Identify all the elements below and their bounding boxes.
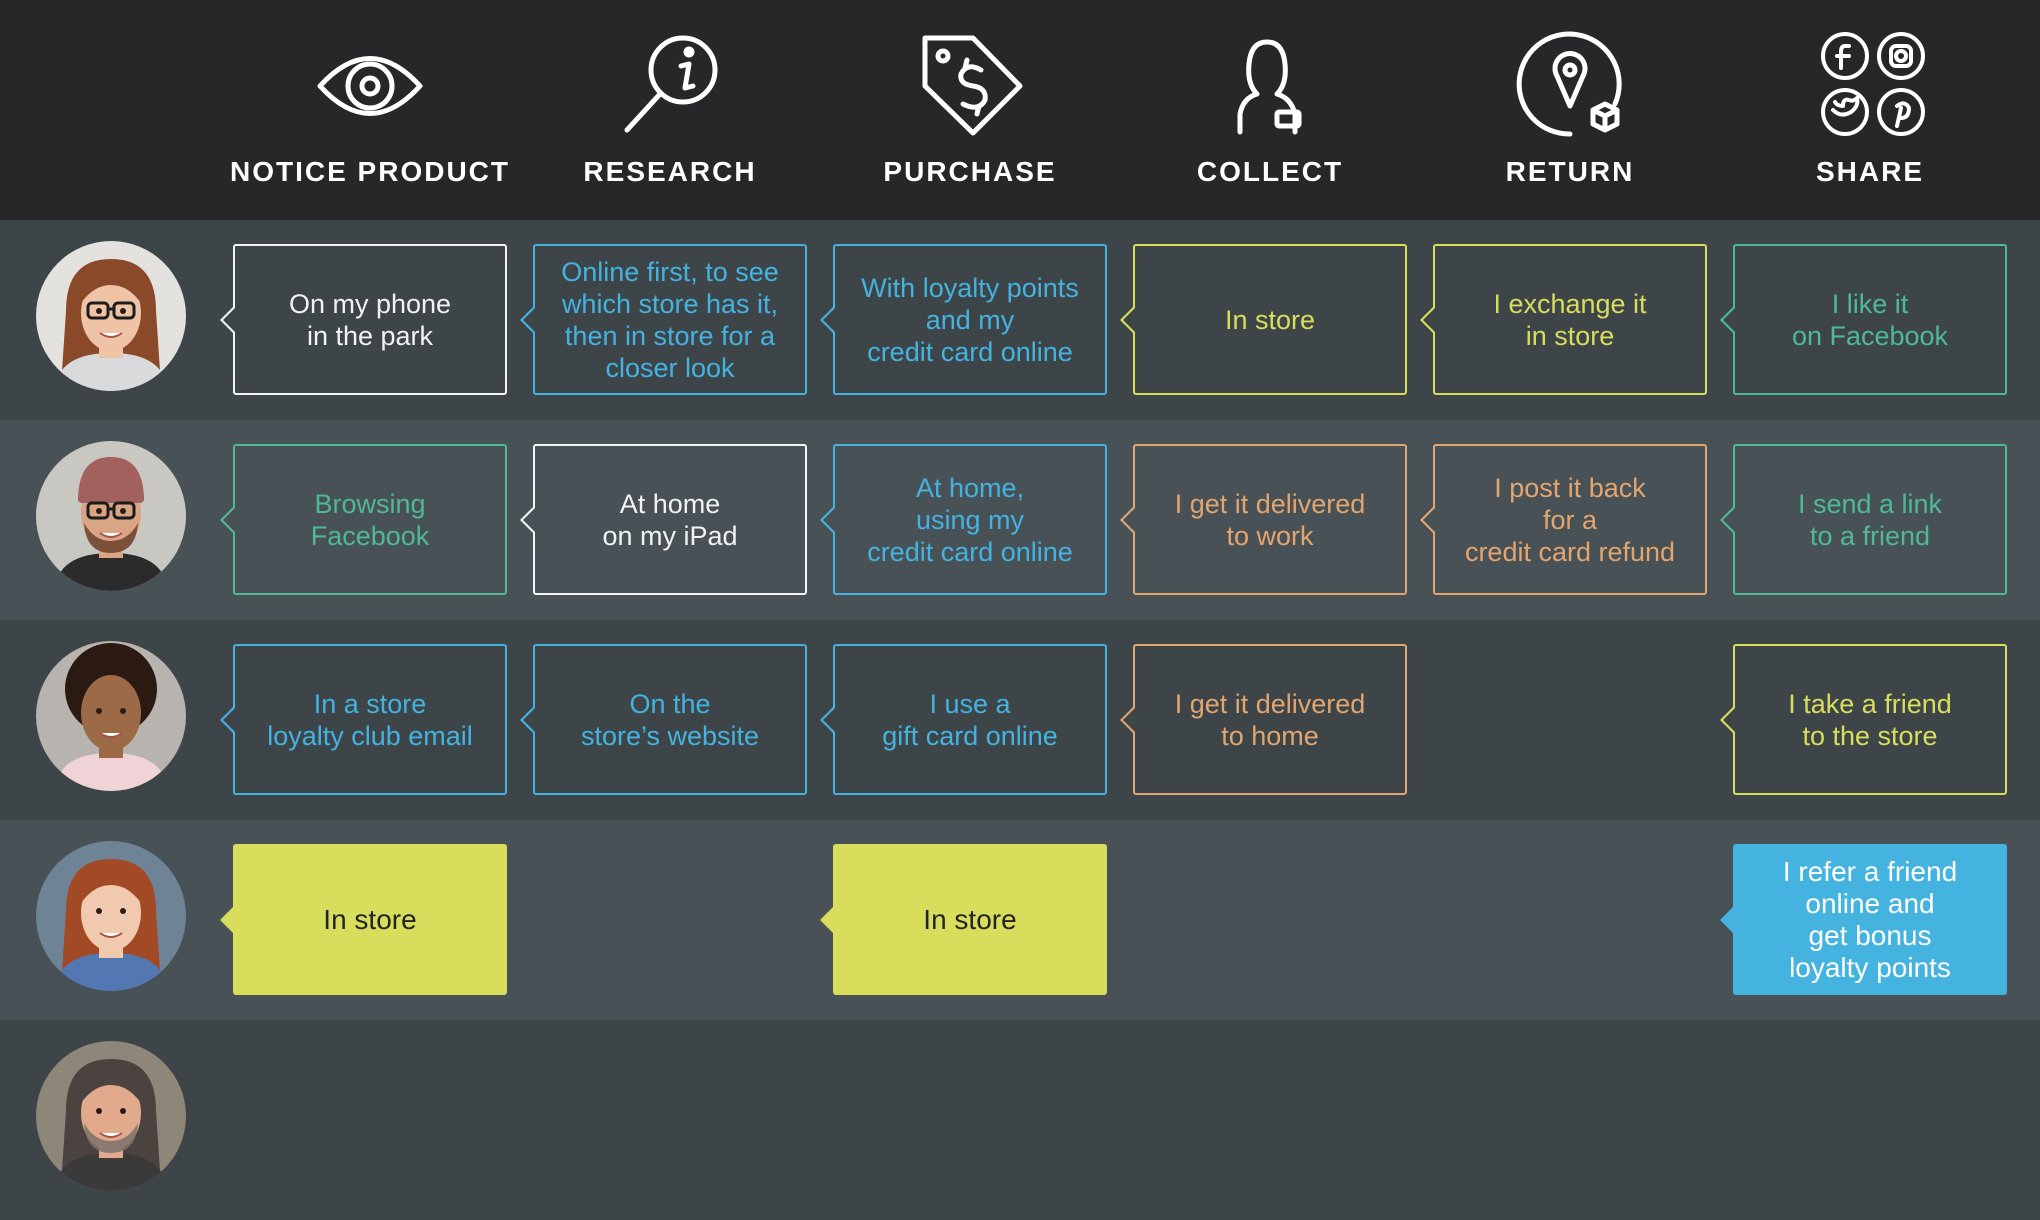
- card-text: I get it delivered to work: [1174, 488, 1366, 551]
- stage-label: SHARE: [1815, 156, 1924, 187]
- card-text: I post it back for a credit card refund: [1464, 472, 1676, 567]
- journey-card: With loyalty points and my credit card o…: [820, 244, 1107, 395]
- stage-column: RESEARCH: [520, 0, 820, 220]
- card-text: I send a link to a friend: [1797, 488, 1943, 551]
- card-text: I refer a friend online and get bonus lo…: [1782, 855, 1958, 983]
- card-pointer-inner: [1723, 707, 1735, 732]
- journey-card: On the store’s website: [520, 644, 807, 795]
- card-pointer-inner: [1723, 307, 1735, 332]
- journey-card: I get it delivered to home: [1120, 644, 1407, 795]
- card-pointer-inner: [1423, 507, 1435, 532]
- persona-row: Browsing Facebook At home on my iPad At ho…: [0, 420, 2040, 620]
- avatar: [36, 1041, 186, 1191]
- avatar: [36, 841, 186, 991]
- journey-card: In store: [220, 844, 507, 995]
- stage-column: COLLECT: [1120, 0, 1420, 220]
- stage-column: SHARE: [1720, 0, 2020, 220]
- card-text: I like it on Facebook: [1791, 288, 1949, 351]
- stage-column: PURCHASE: [820, 0, 1120, 220]
- person-with-bag-icon: [1205, 26, 1335, 146]
- persona-row: [0, 1020, 2040, 1220]
- price-tag-icon: [905, 26, 1035, 146]
- card-pointer: [820, 905, 834, 934]
- location-pin-box-icon: [1505, 26, 1635, 146]
- card-pointer-inner: [523, 307, 535, 332]
- card-text: On my phone in the park: [288, 288, 452, 351]
- card-text: In a store loyalty club email: [267, 688, 473, 751]
- card-pointer-inner: [823, 707, 835, 732]
- journey-card: I take a friend to the store: [1720, 644, 2007, 795]
- card-text: In store: [923, 903, 1017, 935]
- card-pointer-inner: [223, 307, 235, 332]
- card-text: Online first, to see which store has it,…: [561, 256, 779, 383]
- stage-label: COLLECT: [1196, 156, 1344, 187]
- stage-column: RETURN: [1420, 0, 1720, 220]
- avatar: [36, 241, 186, 391]
- journey-card: On my phone in the park: [220, 244, 507, 395]
- card-pointer-inner: [1123, 707, 1135, 732]
- card-pointer-inner: [1123, 307, 1135, 332]
- card-text: I get it delivered to home: [1174, 688, 1366, 751]
- eye-icon: [305, 26, 435, 146]
- avatar: [36, 441, 186, 591]
- journey-card: I like it on Facebook: [1720, 244, 2007, 395]
- social-media-icons: [1805, 26, 1935, 146]
- magnifier-info-icon: [605, 26, 735, 146]
- stage-label: PURCHASE: [883, 156, 1057, 187]
- journey-card: I refer a friend online and get bonus lo…: [1720, 844, 2007, 995]
- journey-card: I send a link to a friend: [1720, 444, 2007, 595]
- journey-card: At home, using my credit card online: [820, 444, 1107, 595]
- stage-label: RETURN: [1505, 156, 1635, 187]
- journey-card: In store: [820, 844, 1107, 995]
- stage-label: RESEARCH: [583, 156, 757, 187]
- card-text: At home, using my credit card online: [867, 472, 1073, 567]
- journey-card: Browsing Facebook: [220, 444, 507, 595]
- journey-card: I get it delivered to work: [1120, 444, 1407, 595]
- card-pointer-inner: [523, 707, 535, 732]
- avatar: [36, 641, 186, 791]
- card-pointer-inner: [1123, 507, 1135, 532]
- card-pointer-inner: [823, 507, 835, 532]
- stage-header: NOTICE PRODUCT RESEARCH PURCHASE COLLECT…: [0, 0, 2040, 220]
- journey-card: In store: [1120, 244, 1407, 395]
- card-pointer: [220, 905, 234, 934]
- card-text: I take a friend to the store: [1788, 688, 1952, 751]
- card-text: I exchange it in store: [1493, 288, 1647, 351]
- card-text: On the store’s website: [580, 688, 760, 751]
- card-pointer-inner: [223, 507, 235, 532]
- stage-label: NOTICE PRODUCT: [230, 156, 510, 187]
- persona-row: On my phone in the park Online first, to …: [0, 220, 2040, 420]
- card-text: I use a gift card online: [882, 688, 1058, 751]
- card-pointer: [1720, 905, 1734, 934]
- journey-card: I post it back for a credit card refund: [1420, 444, 1707, 595]
- persona-row: In store In store I refer a friend online …: [0, 820, 2040, 1020]
- card-text: At home on my iPad: [602, 488, 738, 551]
- journey-card: At home on my iPad: [520, 444, 807, 595]
- card-pointer-inner: [1723, 507, 1735, 532]
- journey-card: I exchange it in store: [1420, 244, 1707, 395]
- card-text: In store: [323, 903, 417, 935]
- card-pointer-inner: [523, 507, 535, 532]
- card-pointer-inner: [223, 707, 235, 732]
- card-pointer-inner: [823, 307, 835, 332]
- journey-card: In a store loyalty club email: [220, 644, 507, 795]
- stage-column: NOTICE PRODUCT: [220, 0, 520, 220]
- card-text: Browsing Facebook: [310, 488, 430, 551]
- persona-row: In a store loyalty club email On the stor…: [0, 620, 2040, 820]
- journey-card: Online first, to see which store has it,…: [520, 244, 807, 395]
- card-text: In store: [1224, 304, 1316, 335]
- card-text: With loyalty points and my credit card o…: [861, 272, 1079, 367]
- journey-card: I use a gift card online: [820, 644, 1107, 795]
- card-pointer-inner: [1423, 307, 1435, 332]
